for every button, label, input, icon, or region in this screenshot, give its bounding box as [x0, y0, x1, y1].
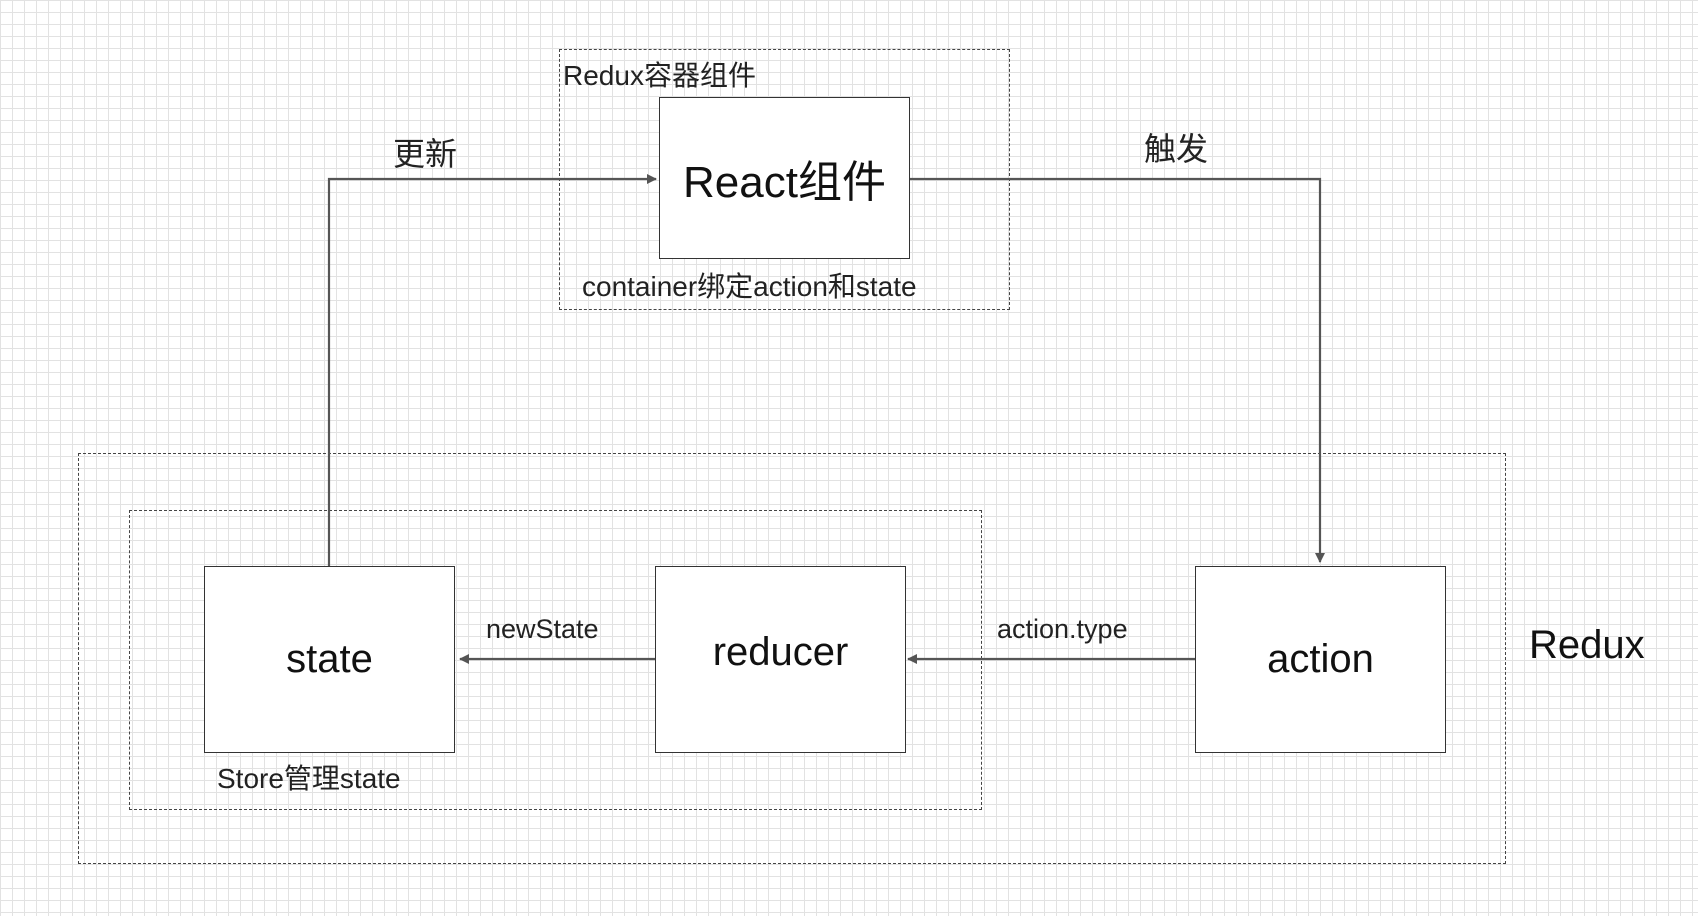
react-component-label: React组件	[683, 158, 886, 207]
store-note-label: Store管理state	[217, 763, 401, 794]
reducer-label: reducer	[712, 630, 849, 674]
redux-region	[78, 453, 1506, 864]
state-node: state	[204, 566, 455, 753]
action-label: action	[1267, 637, 1374, 681]
reducer-node: reducer	[655, 566, 906, 753]
state-label: state	[286, 637, 373, 681]
container-region-label: Redux容器组件	[563, 60, 756, 91]
new-state-edge-label: newState	[486, 614, 599, 644]
trigger-edge-label: 触发	[1144, 131, 1209, 167]
redux-region-label: Redux	[1529, 623, 1645, 667]
container-note-label: container绑定action和state	[582, 271, 917, 302]
action-type-edge-label: action.type	[997, 614, 1128, 644]
update-edge-label: 更新	[393, 136, 458, 172]
action-node: action	[1195, 566, 1446, 753]
react-component-node: React组件	[659, 97, 910, 259]
